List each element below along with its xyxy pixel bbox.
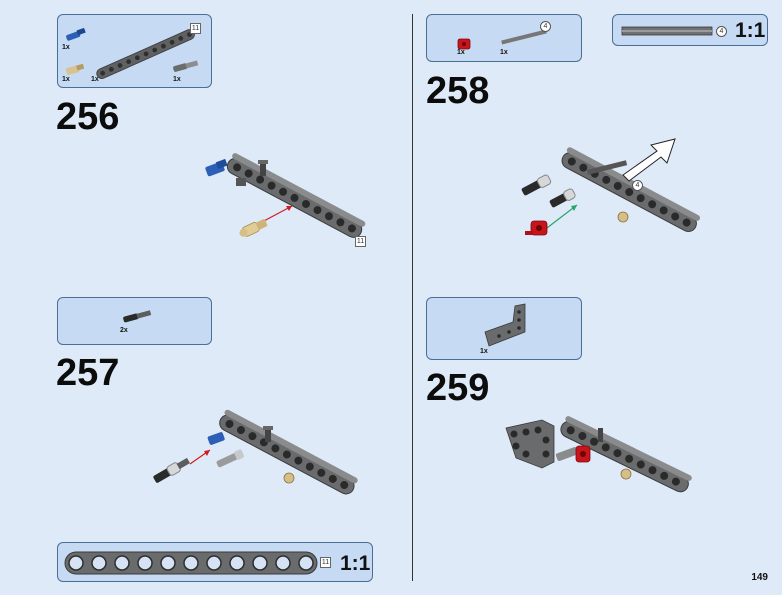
part-qty: 1x bbox=[173, 76, 181, 83]
scale-label: 1:1 bbox=[735, 19, 766, 42]
parts-box-step-258: 1x 1x 4 bbox=[426, 14, 582, 62]
grey-beam-11-scale-icon bbox=[64, 551, 318, 575]
assembly-illustration-step-257 bbox=[153, 409, 358, 495]
part-qty: 1x bbox=[91, 76, 99, 83]
angle-beam-icon bbox=[484, 303, 526, 347]
blue-axle-pin-icon bbox=[66, 27, 86, 41]
assembly-illustration-step-256 bbox=[205, 153, 366, 238]
length-callout: 4 bbox=[540, 21, 551, 32]
part-qty: 1x bbox=[457, 49, 465, 56]
parts-box-step-257: 2x bbox=[57, 297, 212, 345]
red-bush-icon bbox=[457, 38, 471, 50]
length-callout: 11 bbox=[355, 236, 366, 247]
part-qty: 2x bbox=[120, 327, 128, 334]
parts-box-step-256: 1x 1x 1x 11 1x bbox=[57, 14, 212, 88]
part-qty: 1x bbox=[500, 49, 508, 56]
part-qty: 1x bbox=[480, 348, 488, 355]
grey-axle-pin-icon bbox=[173, 60, 199, 72]
length-callout: 4 bbox=[632, 180, 643, 191]
page-number: 149 bbox=[751, 572, 768, 583]
part-qty: 1x bbox=[62, 44, 70, 51]
scale-box-axle: 4 1:1 bbox=[612, 14, 768, 46]
length-callout: 11 bbox=[320, 557, 331, 568]
scale-label: 1:1 bbox=[340, 552, 371, 575]
tan-axle-pin-icon bbox=[65, 63, 85, 75]
step-number: 259 bbox=[426, 367, 490, 409]
column-divider bbox=[412, 14, 413, 581]
assembly-illustration-step-258 bbox=[521, 138, 701, 236]
grey-axle-4-icon bbox=[501, 29, 547, 45]
step-number: 257 bbox=[56, 352, 120, 394]
assembly-illustration-step-259 bbox=[505, 416, 692, 493]
length-callout: 4 bbox=[716, 26, 727, 37]
length-callout: 11 bbox=[190, 23, 201, 34]
parts-box-step-259: 1x bbox=[426, 297, 582, 360]
part-qty: 1x bbox=[62, 76, 70, 83]
grey-beam-11-icon bbox=[96, 29, 195, 80]
grey-axle-4-scale-icon bbox=[621, 26, 713, 36]
black-axle-pin-icon bbox=[123, 310, 152, 323]
step-number: 256 bbox=[56, 96, 120, 138]
scale-box-beam: 11 1:1 bbox=[57, 542, 373, 582]
step-number: 258 bbox=[426, 70, 490, 112]
